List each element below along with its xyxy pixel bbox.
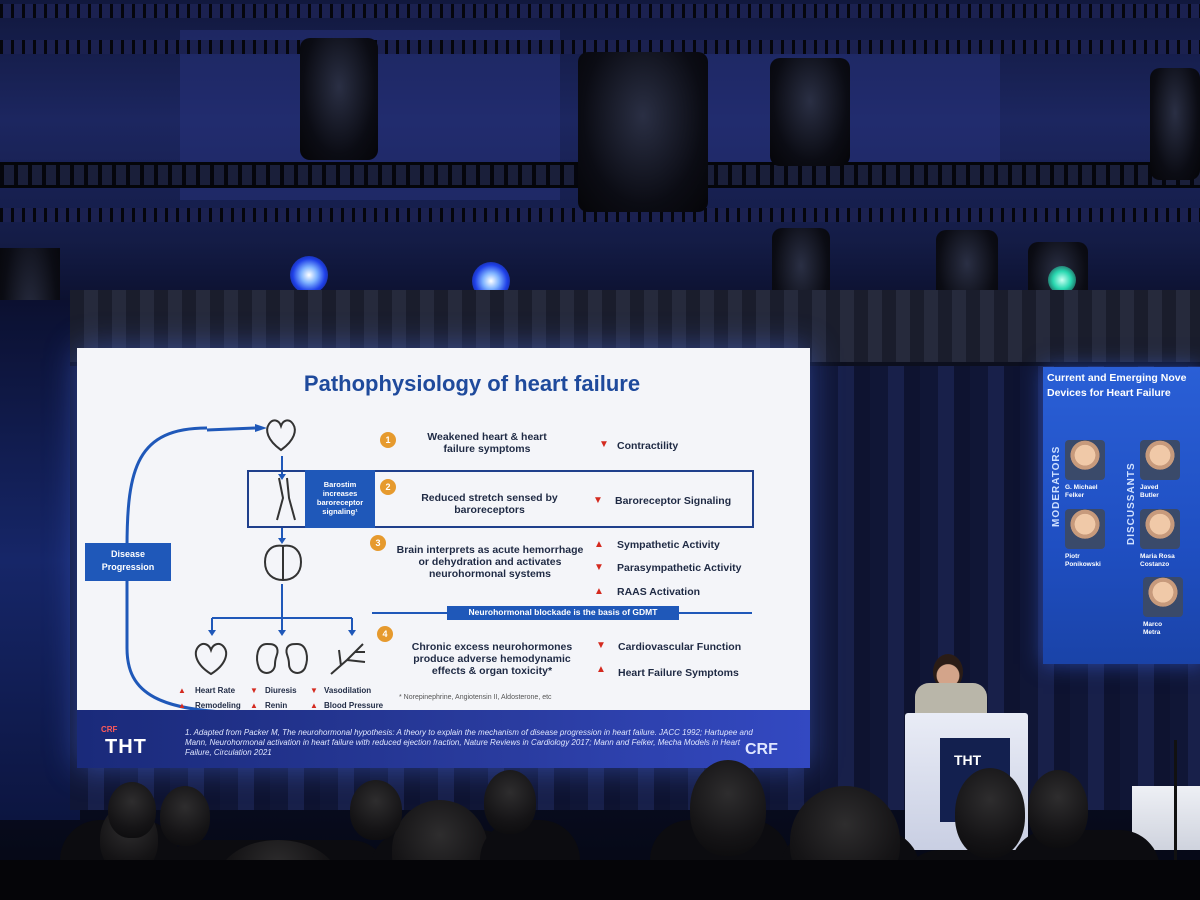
citation: 1. Adapted from Packer M, The neurohormo… [185, 728, 753, 757]
moving-head-light [300, 38, 378, 160]
down-arrow-icon: ▼ [250, 686, 258, 695]
organ-effect: Vasodilation [324, 686, 372, 695]
crf-small-logo: CRF [101, 725, 118, 734]
audience-head [1028, 770, 1088, 848]
heart-organ-icon [194, 642, 228, 676]
step-number-badge: 3 [370, 535, 386, 551]
truss-top [0, 4, 1200, 18]
organ-effect: Heart Rate [195, 686, 236, 695]
session-side-screen: Current and Emerging Nove Devices for He… [1043, 367, 1200, 664]
projector [578, 52, 708, 212]
audience-head [160, 786, 210, 846]
blood-vessel-icon [330, 643, 366, 675]
down-arrow-icon: ▼ [599, 439, 609, 450]
organ-effect: Renin [265, 701, 288, 710]
ceiling-panel [700, 40, 1000, 180]
teal-stage-light [1048, 266, 1076, 294]
step-effect: Heart Failure Symptoms [618, 667, 739, 679]
gdmt-banner: Neurohormonal blockade is the basis of G… [447, 606, 679, 620]
session-title-line1: Current and Emerging Nove [1047, 372, 1187, 384]
barostim-box: Barostim increases baroreceptor signalin… [305, 470, 375, 528]
organ-effect: Blood Pressure [324, 701, 384, 710]
audience-head [350, 780, 402, 840]
barostim-frame [247, 470, 754, 528]
step-text: Reduced stretch sensed by baroreceptors [421, 492, 558, 516]
speaker-body [915, 683, 987, 717]
audience-head [108, 782, 156, 838]
organ-effect: Diuresis [265, 686, 297, 695]
step-text: Brain interprets as acute hemorrhage or … [396, 544, 584, 580]
heart-icon [266, 419, 296, 452]
step-effect: Baroreceptor Signaling [615, 495, 732, 507]
slide-footer-band [77, 710, 810, 768]
step-effect: Sympathetic Activity [617, 539, 720, 551]
avatar [1065, 440, 1105, 480]
step-number-badge: 1 [380, 432, 396, 448]
session-title-line2: Devices for Heart Failure [1047, 387, 1171, 399]
moderators-label: MODERATORS [1051, 445, 1062, 527]
brain-icon [263, 544, 303, 582]
moving-head-light [1150, 68, 1200, 180]
step-effect: RAAS Activation [617, 586, 701, 598]
step-effect: Parasympathetic Activity [617, 562, 742, 574]
disease-progression-box: Disease Progression [85, 543, 171, 581]
discussants-label: DISCUSSANTS [1126, 462, 1137, 545]
floor [0, 860, 1200, 900]
up-arrow-icon: ▲ [596, 664, 606, 675]
up-arrow-icon: ▲ [594, 539, 604, 550]
audience-head [955, 768, 1025, 858]
slide-title: Pathophysiology of heart failure [303, 371, 641, 396]
audience-head [484, 770, 536, 834]
tht-logo: THT [105, 736, 147, 758]
up-arrow-icon: ▲ [178, 686, 186, 695]
step-effect: Contractility [617, 440, 679, 452]
down-arrow-icon: ▼ [310, 686, 318, 695]
left-wall [0, 300, 80, 820]
step-effect: Cardiovascular Function [618, 641, 742, 653]
avatar [1065, 509, 1105, 549]
microphone-stand [1174, 740, 1177, 880]
up-arrow-icon: ▲ [310, 701, 318, 710]
up-arrow-icon: ▲ [594, 586, 604, 597]
down-arrow-icon: ▼ [594, 562, 604, 573]
footnote: * Norepinephrine, Angiotensin II, Aldost… [399, 694, 552, 701]
avatar [1140, 440, 1180, 480]
audience-head [690, 760, 766, 856]
moving-head-light [770, 58, 850, 166]
step-number-badge: 4 [377, 626, 393, 642]
baroreceptor-artery-icon [276, 477, 296, 521]
step-text: Weakened heart & heart failure symptoms [427, 431, 547, 455]
organ-effect: Remodeling [195, 701, 241, 710]
down-arrow-icon: ▼ [596, 640, 606, 651]
step-text: Chronic excess neurohormones produce adv… [411, 641, 573, 677]
kidney-icon [256, 642, 308, 674]
podium-logo: THT [954, 752, 982, 768]
avatar [1143, 577, 1183, 617]
down-arrow-icon: ▼ [593, 495, 603, 506]
up-arrow-icon: ▲ [178, 701, 186, 710]
up-arrow-icon: ▲ [250, 701, 258, 710]
blue-stage-light [290, 256, 328, 294]
crf-logo: CRF [745, 741, 778, 758]
progression-loop-arrow [125, 424, 356, 710]
avatar [1140, 509, 1180, 549]
truss-lower [0, 208, 1200, 222]
presentation-slide: Pathophysiology of heart failure D [77, 348, 810, 768]
step-number-badge: 2 [380, 479, 396, 495]
